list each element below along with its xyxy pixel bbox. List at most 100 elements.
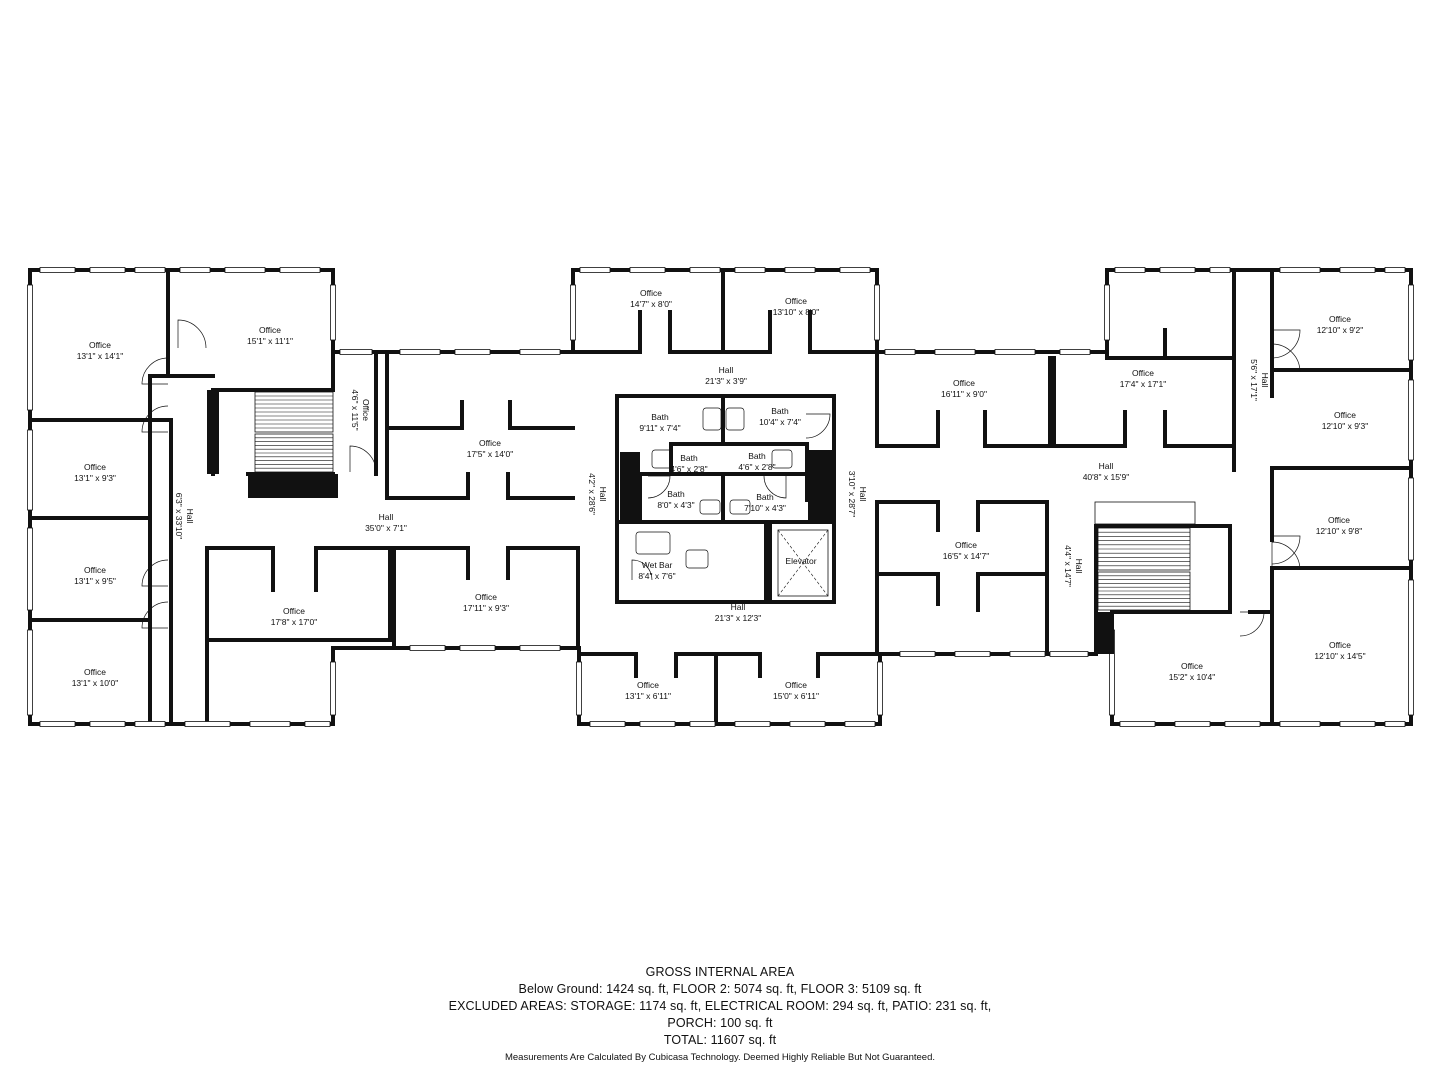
stairs-upper-right — [1097, 527, 1191, 571]
window — [734, 721, 771, 727]
room-dimensions: 13'1" x 9'3" — [74, 473, 116, 483]
room-name: Elevator — [785, 556, 816, 566]
room-name: Office — [84, 462, 106, 472]
window — [279, 267, 321, 273]
sink — [725, 407, 745, 431]
window — [519, 645, 561, 651]
window — [1009, 651, 1046, 657]
window — [629, 267, 666, 273]
room-name: Bath — [667, 489, 685, 499]
counter — [1094, 501, 1196, 525]
room-dimensions: 16'5" x 14'7" — [943, 551, 990, 561]
room-name: Office — [283, 606, 305, 616]
room-name: Office — [1329, 640, 1351, 650]
room-dimensions: 13'1" x 10'0" — [72, 678, 119, 688]
window — [27, 284, 33, 411]
room-name: Hall — [1260, 373, 1270, 388]
window — [179, 267, 211, 273]
room-dimensions: 6'3" x 33'10" — [174, 493, 184, 540]
window — [27, 429, 33, 511]
room-name: Hall — [598, 487, 608, 502]
window — [1279, 267, 1321, 273]
room-name: Office — [479, 438, 501, 448]
window — [184, 721, 231, 727]
window — [1224, 721, 1261, 727]
toilet — [699, 499, 721, 515]
room-dimensions: 35'0" x 7'1" — [365, 523, 407, 533]
room-name: Bath — [771, 406, 789, 416]
room-dimensions: 17'11" x 9'3" — [463, 603, 509, 613]
fixtures — [141, 319, 1301, 654]
window — [689, 721, 716, 727]
window — [330, 284, 336, 341]
room-name: Office — [475, 592, 497, 602]
window — [874, 284, 880, 341]
window — [1059, 349, 1091, 355]
window — [1408, 579, 1414, 716]
area-summary: GROSS INTERNAL AREA Below Ground: 1424 s… — [0, 964, 1440, 1066]
stairs-lower-right — [1097, 571, 1191, 611]
door-swing — [141, 405, 169, 433]
window — [134, 721, 166, 727]
window — [399, 349, 441, 355]
room-dimensions: 4'6" x 11'5" — [350, 389, 360, 430]
room-name: Bath — [756, 492, 774, 502]
window — [89, 267, 126, 273]
window — [224, 267, 266, 273]
summary-porch: PORCH: 100 sq. ft — [667, 1016, 773, 1030]
room-dimensions: 13'1" x 14'1" — [77, 351, 124, 361]
window — [1159, 267, 1196, 273]
window — [689, 267, 721, 273]
door-swing — [647, 475, 671, 499]
room-dimensions: 8'4" x 7'6" — [638, 571, 675, 581]
summary-title: GROSS INTERNAL AREA — [645, 965, 795, 979]
solid-block — [620, 452, 640, 522]
window — [304, 721, 331, 727]
window — [39, 721, 76, 727]
solid-block — [207, 390, 219, 474]
window — [1408, 379, 1414, 461]
door-swing — [1271, 535, 1301, 565]
toilet — [771, 449, 793, 469]
room-dimensions: 10'4" x 7'4" — [759, 417, 801, 427]
door-swing — [1271, 343, 1301, 373]
room-dimensions: 4'6" x 2'8" — [670, 464, 707, 474]
door-swing — [1271, 329, 1301, 359]
window — [639, 721, 676, 727]
door-swing — [141, 559, 169, 587]
room-name: Hall — [731, 602, 746, 612]
window — [570, 284, 576, 341]
door-swing — [1239, 611, 1265, 637]
room-name: Wet Bar — [642, 560, 673, 570]
room-name: Office — [259, 325, 281, 335]
room-label-elevator: Elevator — [785, 556, 816, 566]
window — [954, 651, 991, 657]
room-dimensions: 15'2" x 10'4" — [1169, 672, 1216, 682]
door-swing — [631, 559, 653, 581]
room-dimensions: 13'10" x 8'0" — [773, 307, 820, 317]
room-dimensions: 15'1" x 11'1" — [247, 336, 293, 346]
room-dimensions: 5'6" x 17'1" — [1249, 359, 1259, 401]
elevator-cross — [777, 529, 829, 597]
window — [1174, 721, 1211, 727]
room-name: Office — [89, 340, 111, 350]
room-dimensions: 12'10" x 9'3" — [1322, 421, 1369, 431]
door-swing — [177, 319, 207, 349]
